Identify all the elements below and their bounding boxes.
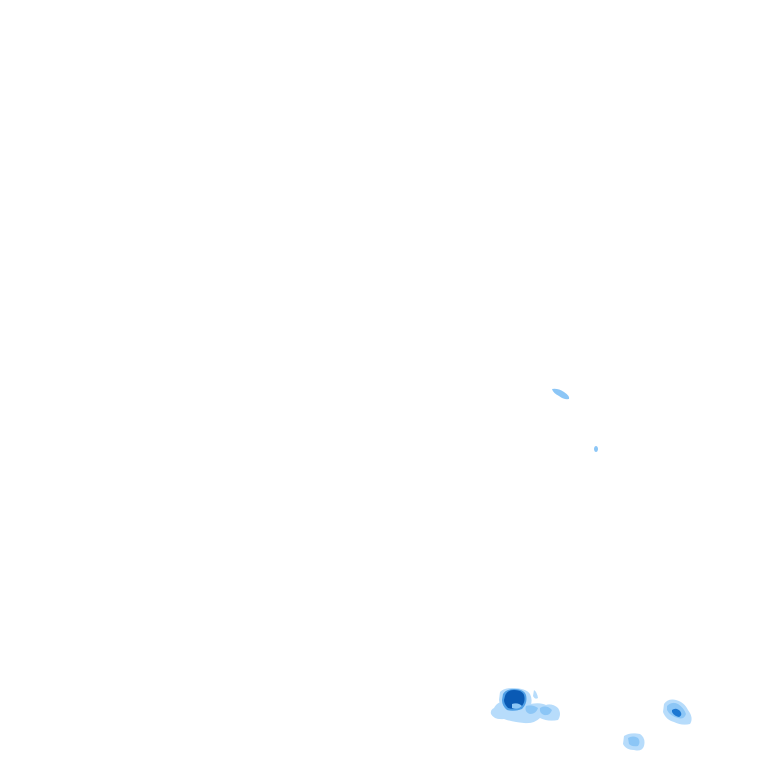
precip-cell-main-cluster [490,688,560,724]
precip-cell-east [663,699,692,725]
precip-cell-speck [594,446,598,452]
precip-cell-streak [552,388,570,400]
precip-cell-southeast [623,733,645,751]
